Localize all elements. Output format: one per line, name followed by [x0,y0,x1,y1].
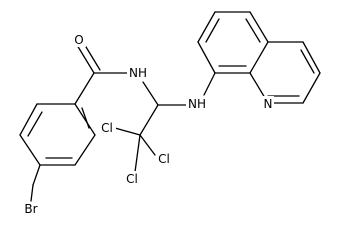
svg-text:N: N [264,97,273,111]
br-bond-tail [30,184,34,202]
chemical-structure-diagram: O NH NH N Cl Cl Cl Br [19,11,321,216]
quinoline-benzo-ring [197,11,269,74]
ch-ccl3-bond [139,104,159,136]
ring-carbonyl-bond [74,72,95,105]
atom-label-br: Br [22,201,40,216]
c-cl-bottom-bond [134,134,141,173]
c-cl-right-bond [139,134,156,156]
svg-text:NH: NH [129,66,147,80]
quinoline-pyridine-ring [249,41,321,104]
nh-quinoline-bond [203,72,216,96]
atom-label-cl-bottom: Cl [124,171,141,186]
svg-text:Cl: Cl [101,121,113,135]
nh-ch-bond [142,81,159,106]
bromobenzene-ring [19,103,96,166]
atom-label-amine-nh: NH [186,96,208,111]
atom-label-cl-left: Cl [99,120,116,135]
svg-text:O: O [74,33,83,47]
c-br-bond [32,164,41,186]
svg-text:Br: Br [24,202,37,216]
c-cl-left-bond [114,127,141,136]
svg-text:Cl: Cl [126,172,138,186]
atom-label-quinoline-n: N [262,96,274,111]
atom-label-o: O [73,32,86,47]
svg-text:NH: NH [188,97,206,111]
atom-label-cl-right: Cl [156,151,173,166]
atom-label-amide-nh: NH [127,65,149,80]
svg-text:Cl: Cl [158,152,170,166]
